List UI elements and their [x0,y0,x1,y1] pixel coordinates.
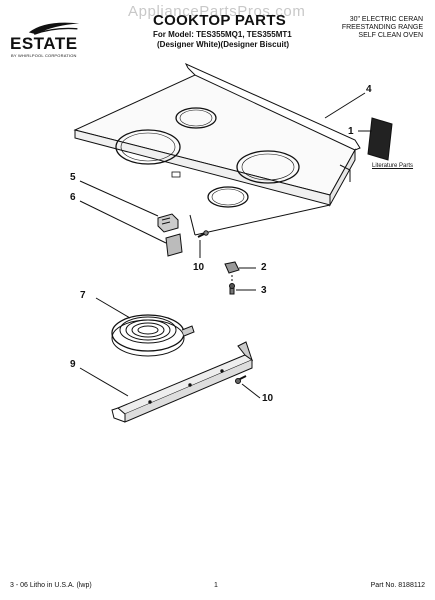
callout-3: 3 [261,285,267,296]
brand-subtitle: BY WHIRLPOOL CORPORATION [11,53,77,58]
callout-1: 1 [348,126,354,137]
product-line-3: SELF CLEAN OVEN [358,32,423,39]
callout-10-top: 10 [193,262,205,273]
brand-name: ESTATE [10,34,78,53]
clip-part [224,261,240,274]
callout-6: 6 [70,192,76,203]
surface-element-part [111,314,195,357]
screw-part-bottom [235,375,247,384]
product-description: 30" ELECTRIC CERAN FREESTANDING RANGE SE… [303,16,423,40]
callout-4: 4 [366,84,372,95]
estate-logo [10,8,90,56]
cooktop-glass-top [73,62,361,236]
literature-parts-part [367,117,393,161]
callout-10-bottom: 10 [262,393,274,404]
callout-5: 5 [70,172,76,183]
footer-page-number: 1 [214,582,218,589]
support-bracket-part [111,341,254,423]
screw-part-top [197,230,209,238]
terminal-block-part [157,213,179,233]
logo-swoosh-icon [28,22,80,35]
page-title: COOKTOP PARTS [153,12,287,29]
screw-part-middle [229,283,235,295]
product-line-2: FREESTANDING RANGE [341,24,423,31]
watermark: AppliancePartsPros.com [128,3,306,20]
burner-left-large [115,129,181,165]
callout-9: 9 [70,359,76,370]
bracket-part [165,233,183,257]
footer-litho: 3 - 06 Litho in U.S.A. (lwp) [10,582,92,589]
product-line-1: 30" ELECTRIC CERAN [349,16,423,23]
literature-parts-label: Literature Parts [372,163,414,169]
burner-top-small [175,107,217,129]
model-line-1: For Model: TES355MQ1, TES355MT1 [153,30,292,39]
callout-7: 7 [80,290,86,301]
model-line-2: (Designer White)(Designer Biscuit) [157,40,290,49]
callout-2: 2 [261,262,267,273]
burner-bottom-small [207,186,249,208]
burner-right-large [236,150,300,184]
footer-part-number: Part No. 8188112 [370,582,425,589]
